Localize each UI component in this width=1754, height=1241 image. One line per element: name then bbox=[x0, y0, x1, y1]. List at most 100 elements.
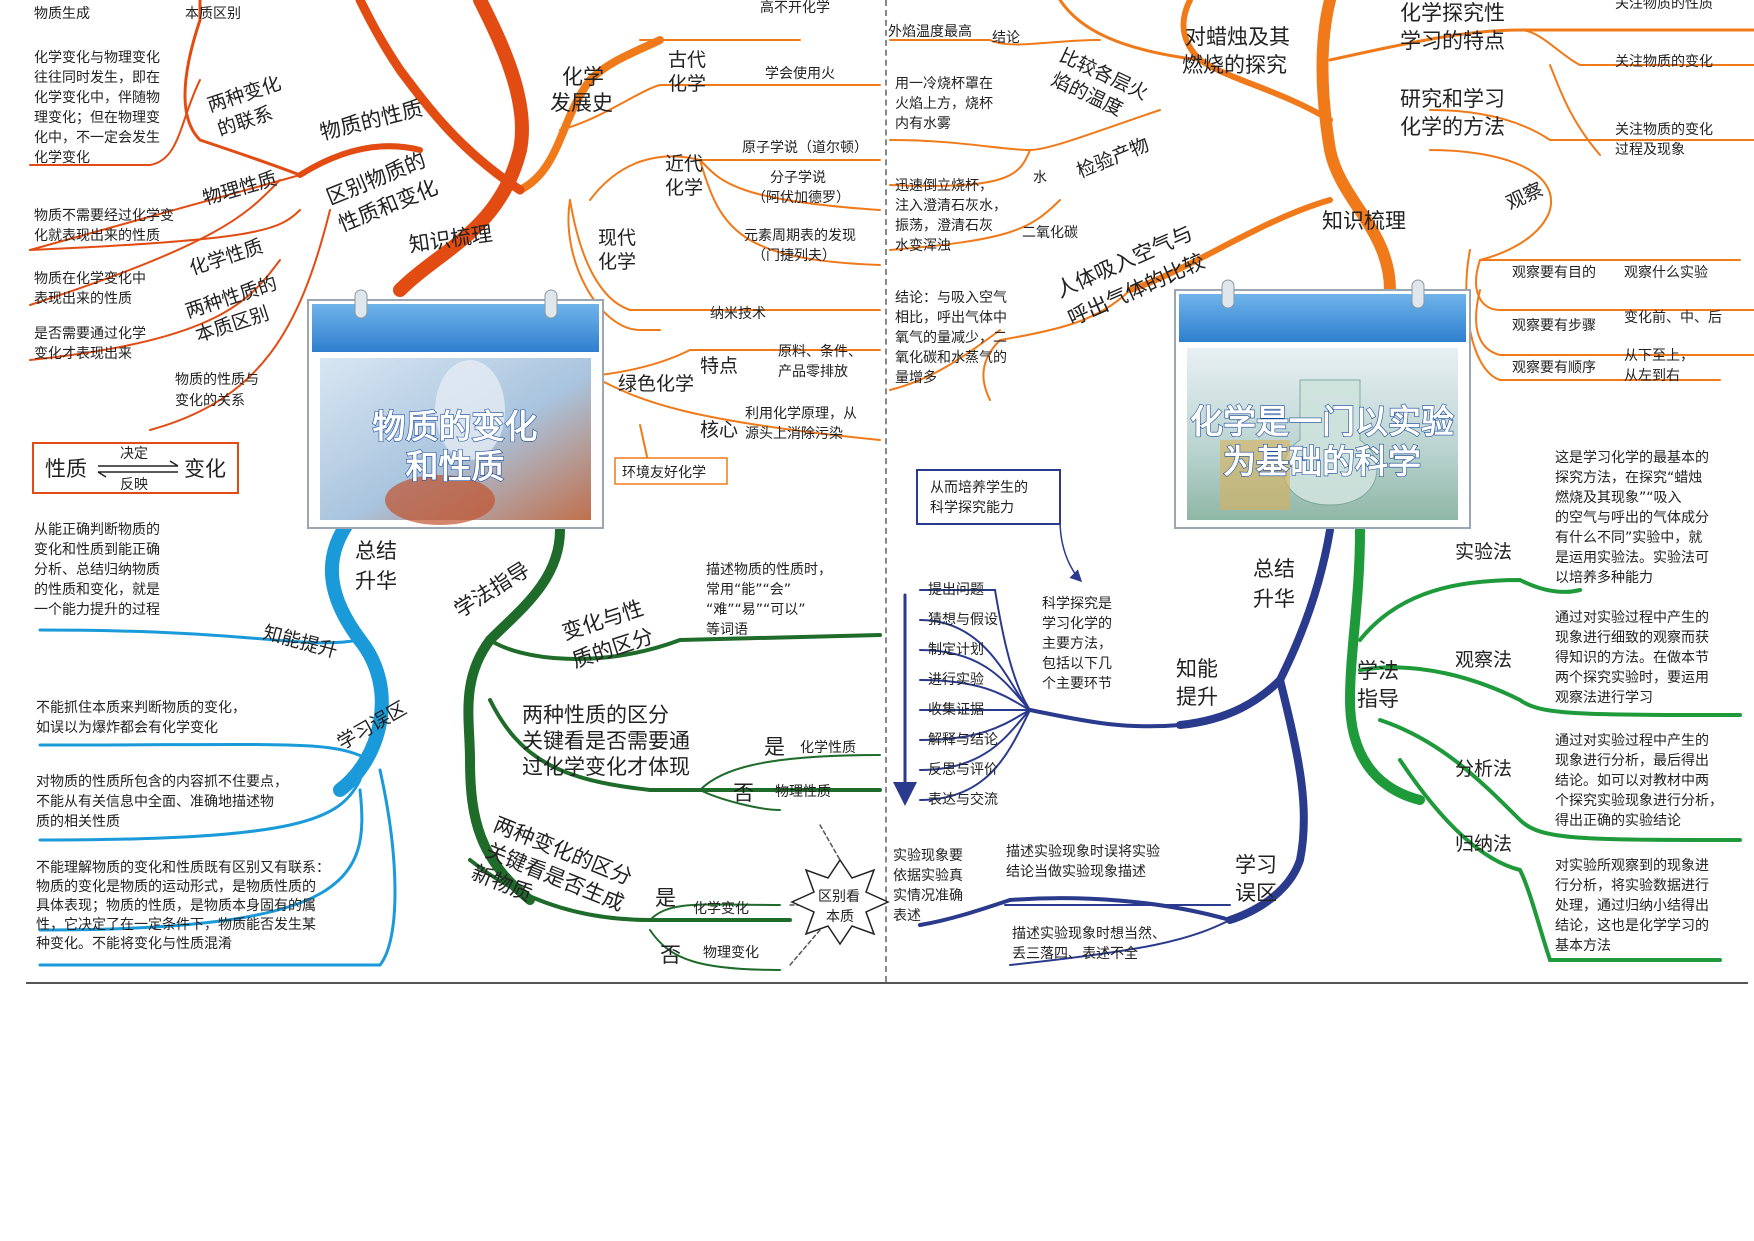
shiyan-text-line-4: 的空气与呼出的气体成分 bbox=[1555, 510, 1709, 526]
shui-word: 水 bbox=[1033, 170, 1047, 186]
fazhanshi-line-2: 发展史 bbox=[550, 91, 613, 115]
wuqu3-line-1: 不能理解物质的变化和性质既有区别又有联系： bbox=[36, 860, 330, 876]
jianyan-label: 检验产物 bbox=[1074, 134, 1153, 183]
r-wuqu-left-line-3: 实情况准确 bbox=[893, 888, 963, 904]
fangfa-line-1: 研究和学习 bbox=[1400, 87, 1505, 111]
laqu-line-1: 对蜡烛及其 bbox=[1185, 25, 1290, 49]
wuqu2-line-2: 不能从有关信息中全面、准确地描述物 bbox=[36, 793, 274, 810]
right-knowledge-texts: 知识梳理 对蜡烛及其 燃烧的探究 比较各层火 焰的温度 外焰温度最高 结论 检验… bbox=[888, 0, 1722, 386]
guina-label: 归纳法 bbox=[1455, 833, 1512, 855]
summary-text-line-3: 分析、总结归纳物质 bbox=[34, 561, 160, 578]
wuqu2-text-block: 对物质的性质所包含的内容抓不住要点，不能从有关信息中全面、准确地描述物质的相关性… bbox=[36, 773, 288, 830]
fou-word-1: 否 bbox=[733, 781, 754, 805]
xiandai-line-2: 化学 bbox=[598, 251, 636, 273]
guanzhu-bh: 关注物质的变化 bbox=[1615, 54, 1713, 70]
lianxi-text-line-3: 化学变化中，伴随物 bbox=[34, 90, 160, 106]
summary-text-line-2: 变化和性质到能正确 bbox=[34, 542, 160, 558]
benzhi-burst bbox=[790, 858, 890, 946]
guina-text-line-1: 对实验所观察到的现象进 bbox=[1555, 857, 1709, 874]
guancha-text-line-4: 两个探究实验时，要运用 bbox=[1555, 670, 1709, 686]
fenxi-text-line-5: 得出正确的实验结论 bbox=[1555, 812, 1681, 829]
zhouqi-line-2: （门捷列夫） bbox=[752, 248, 836, 264]
huqi-text-line-3: 氧气的量减少，二 bbox=[895, 330, 1007, 346]
wuqu3-line-5: 种变化。不能将变化与性质混淆 bbox=[36, 936, 232, 952]
peiyang-line-1: 从而培养学生的 bbox=[930, 480, 1028, 496]
r-wuqu-left-line-4: 表述 bbox=[893, 908, 921, 924]
left-title-line-1: 物质的变化 bbox=[373, 407, 538, 446]
huaxue-text-1: 物质在化学变化中 bbox=[34, 271, 146, 287]
tedian-line-2: 学习的特点 bbox=[1400, 29, 1505, 53]
step-line-5: 收集证据 bbox=[928, 701, 984, 718]
wuli-bh-text: 物理变化 bbox=[703, 945, 759, 961]
guancha-text-line-1: 通过对实验过程中产生的 bbox=[1555, 610, 1709, 626]
r-wuqu1-line-2: 结论当做实验现象描述 bbox=[1006, 864, 1146, 880]
wuqu3-line-3: 具体表现；物质的性质，是物质本身固有的属 bbox=[36, 898, 316, 914]
step-line-6: 解释与结论 bbox=[928, 732, 998, 748]
benzhi-partial: 本质区别 bbox=[185, 6, 241, 22]
right-guide-texts: 学法 指导 实验法 这是学习化学的最基本的探究方法，在探究“蜡烛燃烧及其现象”“… bbox=[1357, 449, 1723, 954]
xingzhi-qubie-text-2: 变化才表现出来 bbox=[34, 346, 132, 362]
g1-text: 观察要有目的 bbox=[1512, 264, 1596, 281]
shiyan-text-block: 这是学习化学的最基本的探究方法，在探究“蜡烛燃烧及其现象”“吸入的空气与呼出的气… bbox=[1555, 449, 1709, 586]
left-topic-card: 物质的变化 和性质 bbox=[307, 289, 604, 529]
waiyan-text: 外焰温度最高 bbox=[888, 23, 972, 40]
eryang-text-1: 迅速倒立烧杯， bbox=[895, 178, 993, 194]
g3b-2: 从左到右 bbox=[1624, 368, 1680, 384]
tanjiu-text-line-5: 个主要环节 bbox=[1042, 676, 1112, 692]
left-summary-texts: 总结 升华 从能正确判断物质的变化和性质到能正确分析、总结归纳物质的性质和变化，… bbox=[34, 522, 410, 952]
step-line-4: 进行实验 bbox=[928, 672, 984, 688]
left-knowledge-texts: 知识梳理 物质的性质 区别物质的 性质和变化 化学 发展史 古代 化学 学会使用… bbox=[32, 0, 868, 494]
hexin-text-2: 源头上消除污染 bbox=[745, 426, 843, 442]
r-xuefa-1: 学法 bbox=[1357, 659, 1399, 683]
lianxi-text-line-1: 化学变化与物理变化 bbox=[34, 50, 160, 66]
benzhi-line-1: 区别看 bbox=[818, 889, 860, 905]
wuqu3-line-2: 物质的变化是物质的运动形式，是物质性质的 bbox=[36, 879, 316, 895]
r-zongjie-2: 升华 bbox=[1253, 587, 1295, 611]
benzhi-line-2: 本质 bbox=[826, 909, 854, 925]
guina-text-line-3: 处理，通过归纳小结得出 bbox=[1555, 897, 1709, 914]
qufen-text-block: 描述物质的性质时，常用“能”“会”“难”“易”“可以”等词语 bbox=[706, 562, 832, 638]
g1b-text: 观察什么实验 bbox=[1624, 264, 1708, 281]
right-topic-card: 化学是一门以实验 为基础的科学 bbox=[1174, 279, 1471, 529]
xz-qufen-line-3: 过化学变化才体现 bbox=[522, 755, 690, 779]
wuqu3-text-block: 不能理解物质的变化和性质既有区别又有联系： 物质的变化是物质的运动形式，是物质性质… bbox=[36, 860, 330, 952]
huqi-text-line-2: 相比，呼出气体中 bbox=[895, 310, 1007, 326]
lianxi-text-line-5: 化中，不一定会发生 bbox=[34, 130, 160, 146]
tedian-text-2: 产品零排放 bbox=[778, 364, 848, 380]
fenxi-text-line-4: 个探究实验现象进行分析， bbox=[1555, 793, 1723, 809]
fenxi-text-line-3: 结论。如可以对教材中两 bbox=[1555, 773, 1709, 789]
zhineng-label: 知能提升 bbox=[261, 622, 340, 663]
left-title-line-2: 和性质 bbox=[406, 447, 505, 486]
shui-text-3: 内有水雾 bbox=[895, 116, 951, 132]
tanjiu-text-line-1: 科学探究是 bbox=[1042, 596, 1112, 612]
zongjie-line-1: 总结 bbox=[355, 539, 397, 563]
fenxi-text-block: 通过对实验过程中产生的现象进行分析，最后得出结论。如可以对教材中两个探究实验现象… bbox=[1555, 733, 1723, 829]
yuanzi-text: 原子学说（道尔顿） bbox=[742, 140, 868, 156]
g2-text: 观察要有步骤 bbox=[1512, 317, 1596, 334]
jindai-line-2: 化学 bbox=[665, 177, 703, 199]
gudai-line-2: 化学 bbox=[668, 73, 706, 95]
tanjiu-text-line-2: 学习化学的 bbox=[1042, 616, 1112, 632]
shiyan-text-line-6: 是运用实验法。实验法可 bbox=[1555, 550, 1709, 566]
guancha-text-line-3: 得知识的方法。在做本节 bbox=[1555, 649, 1709, 666]
wuzhi-xingzhi-label: 物质的性质 bbox=[317, 96, 425, 145]
wuqu1-line-1: 不能抓住本质来判断物质的变化， bbox=[36, 700, 246, 716]
right-branches bbox=[889, 0, 1754, 966]
tanjiu-text-line-4: 包括以下几 bbox=[1042, 656, 1112, 672]
step-line-7: 反思与评价 bbox=[928, 762, 998, 778]
shi-word-1: 是 bbox=[764, 735, 785, 759]
page-spine bbox=[885, 0, 887, 982]
xiandai-line-1: 现代 bbox=[598, 227, 636, 249]
summary-text-line-1: 从能正确判断物质的 bbox=[34, 522, 160, 538]
qufen-text-line-3: “难”“易”“可以” bbox=[706, 602, 806, 618]
r-wuqu2-line-2: 丢三落四、表述不全 bbox=[1012, 945, 1138, 962]
guina-text-line-5: 基本方法 bbox=[1555, 937, 1611, 954]
huqi-text-line-4: 氧化碳和水蒸气的 bbox=[895, 350, 1007, 366]
guanzhu-gc-2: 过程及现象 bbox=[1615, 142, 1685, 158]
r-wuqu2-line-1: 描述实验现象时想当然、 bbox=[1012, 925, 1166, 942]
